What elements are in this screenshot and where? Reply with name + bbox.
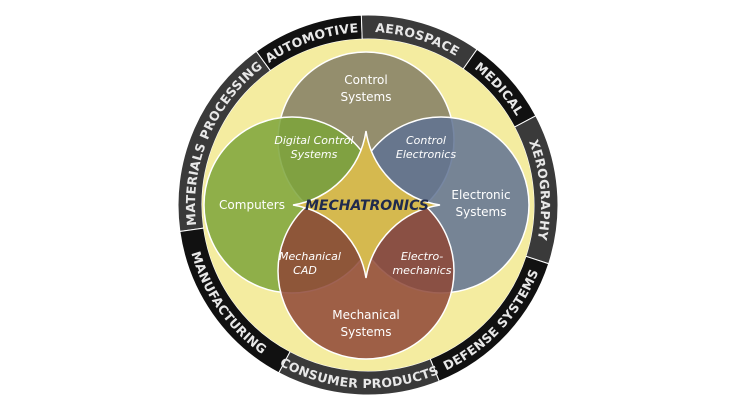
label-control-2: Systems	[341, 90, 392, 104]
label-control-electronics-2: Electronics	[396, 148, 456, 161]
label-digital-control-1: Digital Control	[274, 134, 353, 147]
label-control-1: Control	[344, 73, 387, 87]
label-mechatronics: MECHATRONICS	[305, 198, 429, 214]
label-digital-control-2: Systems	[291, 148, 338, 161]
label-electronic-1: Electronic	[451, 188, 510, 202]
label-mechanical-cad-2: CAD	[293, 264, 317, 277]
label-control-electronics-1: Control	[406, 134, 446, 147]
label-mechanical-cad-1: Mechanical	[279, 250, 341, 263]
label-electro-mechanics-2: mechanics	[392, 264, 451, 277]
label-mechanical-2: Systems	[341, 325, 392, 339]
mechatronics-center	[292, 130, 441, 279]
label-computers: Computers	[219, 198, 285, 212]
label-electronic-2: Systems	[456, 205, 507, 219]
label-electro-mechanics-1: Electro-	[401, 250, 443, 263]
label-mechanical-1: Mechanical	[332, 308, 400, 322]
